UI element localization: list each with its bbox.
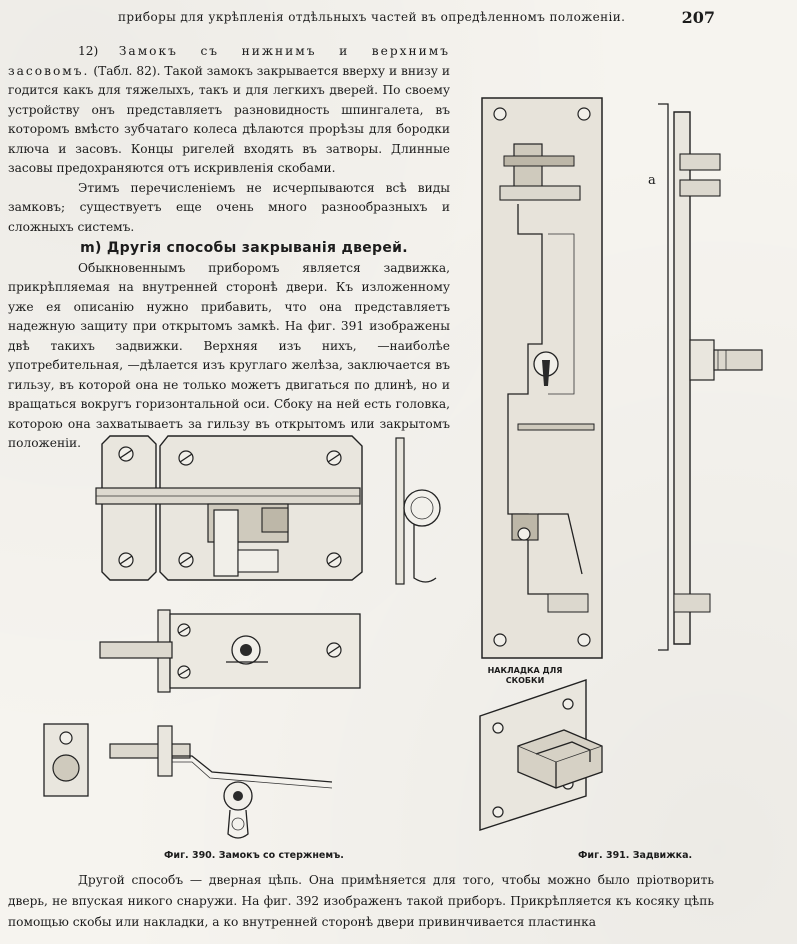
paragraph-number: 12): [78, 44, 99, 58]
fig-391-upper-bolt-drawing: [95, 435, 441, 585]
paragraph-body: (Табл. 82). Такой замокъ закрывается вве…: [8, 63, 451, 176]
paragraph-door-chain: Другой способъ — дверная цѣпь. Она примѣ…: [8, 873, 714, 929]
overlay-keeper-label: НАКЛАДКА ДЛЯ СКОБКИ: [487, 666, 563, 685]
paragraph-latch: Обыкновеннымъ приборомъ является задвижк…: [8, 260, 450, 451]
fig-391-keeper-drawing: [479, 679, 603, 831]
paragraph-lock-summary: Этимъ перечисленіемъ не исчерпываются вс…: [8, 180, 450, 234]
fig-391-tall-plate-drawing: [481, 97, 763, 659]
fig-390-key-drawing: [43, 723, 333, 839]
running-header: приборы для укрѣпленія отдѣльныхъ частей…: [118, 10, 626, 24]
page-number: 207: [681, 8, 715, 27]
letter-a-label: а: [648, 173, 656, 188]
paragraph-lead: Замокъ съ нижнимъ и верхнимъ засовомъ.: [8, 44, 450, 78]
fig-390-rod-lock-drawing: [99, 609, 361, 693]
screw-group: [118, 446, 342, 568]
paragraph-lock-double-bolt: 12) Замокъ съ нижнимъ и верхнимъ засовом…: [8, 42, 450, 179]
bottom-paragraph: Другой способъ — дверная цѣпь. Она примѣ…: [8, 870, 714, 933]
section-title: m) Другія способы закрыванія дверей.: [80, 240, 408, 256]
fig-390-caption: Фиг. 390. Замокъ со стержнемъ.: [164, 850, 344, 861]
fig-391-caption: Фиг. 391. Задвижка.: [578, 850, 693, 861]
main-text-column: 12) Замокъ съ нижнимъ и верхнимъ засовом…: [8, 42, 450, 454]
